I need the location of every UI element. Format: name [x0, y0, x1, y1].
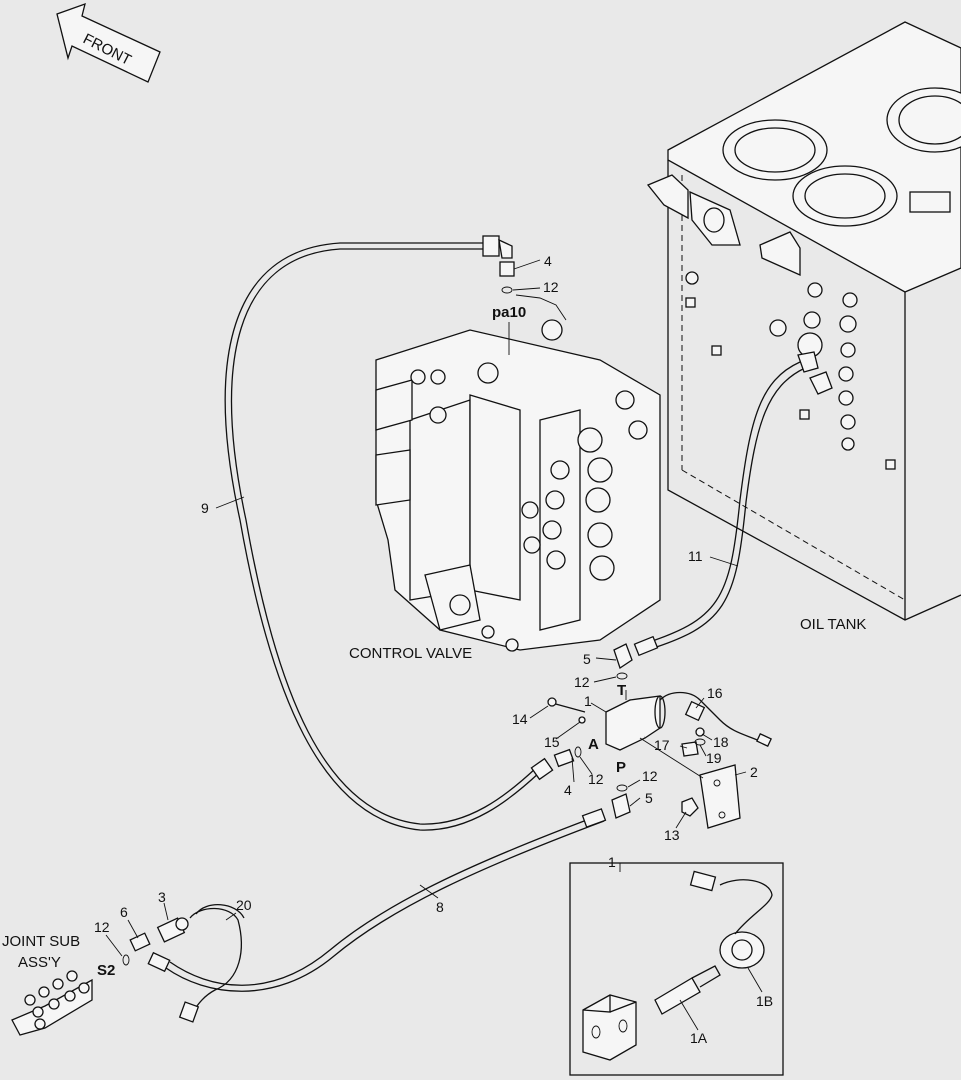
tank-port-fittings — [685, 271, 896, 470]
callout-2: 2 — [750, 764, 758, 780]
callout-18: 18 — [713, 734, 729, 750]
callout-8: 8 — [436, 899, 444, 915]
bolt-14 — [547, 697, 586, 713]
callout-19: 19 — [706, 750, 722, 766]
callout-1: 1 — [608, 854, 616, 870]
callout-1b: 1B — [756, 993, 773, 1009]
fitting-4-top — [499, 261, 515, 277]
hose-11 — [633, 351, 833, 657]
oring-12-s2 — [122, 954, 130, 966]
clip-17 — [681, 741, 699, 757]
joint-sub-label-line2: ASS'Y — [18, 954, 61, 971]
callout-12: 12 — [588, 771, 604, 787]
callout-5: 5 — [583, 651, 591, 667]
hose-8 — [147, 808, 607, 992]
wire-20 — [178, 903, 245, 1023]
callout-6: 6 — [120, 904, 128, 920]
solenoid-valve-1 — [605, 690, 666, 751]
leader-lines — [105, 259, 763, 1031]
control-valve-label: CONTROL VALVE — [349, 645, 472, 662]
oring-12-p — [616, 784, 628, 792]
callout-12: 12 — [642, 768, 658, 784]
hose-9 — [224, 235, 554, 831]
callout-4: 4 — [544, 253, 552, 269]
fitting-6 — [129, 932, 151, 952]
valve-block-detail — [582, 994, 637, 1061]
oring-12-a — [574, 746, 582, 758]
port-t-label: T — [617, 682, 626, 699]
callout-12: 12 — [574, 674, 590, 690]
callout-9: 9 — [201, 500, 209, 516]
fitting-5-top — [613, 643, 633, 670]
pressure-switch-3 — [156, 917, 189, 943]
front-arrow-icon: FRONT — [56, 2, 161, 83]
pa10-label: pa10 — [492, 304, 526, 321]
cartridge-1a — [654, 965, 721, 1015]
fitting-4-mid — [553, 748, 575, 768]
callout-17: 17 — [654, 737, 670, 753]
callout-5: 5 — [645, 790, 653, 806]
coil-1b — [689, 870, 773, 969]
port-a-label: A — [588, 736, 599, 753]
port-s2-label: S2 — [97, 962, 115, 979]
callout-12: 12 — [543, 279, 559, 295]
callout-15: 15 — [544, 734, 560, 750]
oring-12-t — [616, 672, 628, 680]
callout-14: 14 — [512, 711, 528, 727]
callout-20: 20 — [236, 897, 252, 913]
oil-tank-label: OIL TANK — [800, 616, 866, 633]
detail-box-1 — [569, 862, 784, 1076]
joint-sub-assy — [11, 970, 93, 1036]
callout-4: 4 — [564, 782, 572, 798]
nut-13 — [681, 797, 699, 817]
callout-12: 12 — [94, 919, 110, 935]
oil-tank: OIL TANK — [646, 21, 961, 633]
port-p-label: P — [616, 759, 626, 776]
callout-1a: 1A — [690, 1030, 708, 1046]
valve-port-fittings — [410, 319, 648, 652]
control-valve: pa10 CONTROL VALVE — [349, 294, 661, 662]
callout-11: 11 — [688, 548, 703, 564]
callout-16: 16 — [707, 685, 723, 701]
connector-16 — [659, 691, 772, 748]
callout-1: 1 — [584, 693, 592, 709]
washer-15 — [578, 716, 586, 724]
joint-sub-label-line1: JOINT SUB — [2, 933, 80, 950]
callout-numbers: 4 12 9 11 5 12 1 16 14 15 17 18 19 2 12 … — [94, 253, 773, 1046]
fitting-5-bottom — [611, 793, 631, 819]
bracket-2 — [639, 737, 741, 829]
oring-12-top — [501, 286, 513, 294]
callout-13: 13 — [664, 827, 680, 843]
callout-3: 3 — [158, 889, 166, 905]
